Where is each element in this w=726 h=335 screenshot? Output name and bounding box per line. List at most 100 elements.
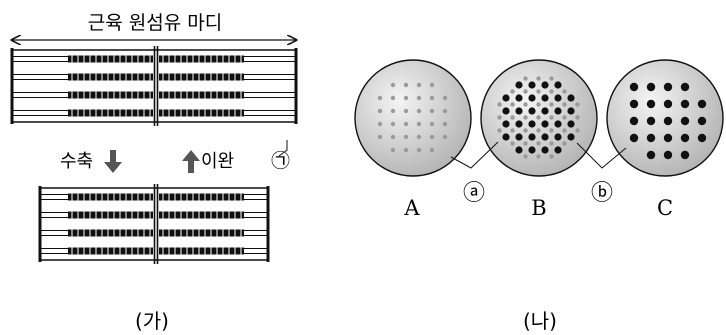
thick-filament-dot — [554, 107, 562, 115]
thin-filament-dot — [510, 141, 515, 146]
thick-filament-dot — [502, 94, 510, 102]
thick-filament-dot — [629, 82, 639, 92]
thick-filament — [159, 211, 244, 219]
thin-filament-dot — [575, 128, 580, 133]
thick-filament — [68, 247, 153, 255]
thin-filament-dot — [575, 102, 580, 107]
thin-filament-dot — [510, 102, 515, 107]
thick-filament-dot — [541, 94, 549, 102]
contract-label: 수축 — [60, 151, 93, 172]
thick-filament-dot — [528, 81, 536, 89]
thin-filament-dot — [536, 154, 541, 159]
thin-filament-dot — [536, 128, 541, 133]
thin-filament-dot — [390, 95, 396, 101]
thin-filament-dot — [536, 115, 541, 120]
thin-filament-dot — [536, 89, 541, 94]
thick-filament-dot — [646, 133, 656, 143]
thick-filament-dot — [554, 146, 562, 154]
thick-filament-dot — [502, 120, 510, 128]
thin-filament-dot — [377, 95, 383, 101]
thick-filament — [68, 193, 153, 201]
thin-filament-dot — [429, 147, 435, 153]
thin-filament-dot — [390, 121, 396, 127]
thick-filament-dot — [554, 133, 562, 141]
thin-filament-dot — [442, 108, 448, 114]
thick-filament-dot — [646, 99, 656, 109]
thick-filament — [159, 229, 244, 237]
thin-filament-dot — [562, 89, 567, 94]
thick-filament-dot — [663, 116, 673, 126]
thin-filament-dot — [442, 134, 448, 140]
thin-filament-dot — [390, 147, 396, 153]
thin-filament-dot — [510, 128, 515, 133]
thick-filament — [68, 73, 153, 81]
thick-filament — [159, 247, 244, 255]
thin-filament-dot — [403, 134, 409, 140]
thick-filament-dot — [554, 94, 562, 102]
thick-filament-dot — [567, 107, 575, 115]
thin-filament-dot — [403, 147, 409, 153]
thin-filament-dot — [403, 82, 409, 88]
thin-filament-dot — [429, 95, 435, 101]
thick-filament-dot — [663, 99, 673, 109]
thin-filament-dot — [416, 147, 422, 153]
pointer-a-label: ⓐ — [463, 181, 485, 206]
thin-filament-dot — [390, 134, 396, 140]
thin-filament-dot — [562, 102, 567, 107]
thick-filament-dot — [528, 94, 536, 102]
panel-na: ⓐ ⓑ A B C (나) — [354, 59, 724, 333]
thick-filament-dot — [554, 81, 562, 89]
thin-filament-dot — [549, 102, 554, 107]
thick-filament — [159, 55, 244, 63]
thick-filament-dot — [646, 116, 656, 126]
thick-filament-dot — [680, 82, 690, 92]
thick-filament — [159, 193, 244, 201]
thin-filament-dot — [549, 76, 554, 81]
thin-filament-dot — [416, 134, 422, 140]
thin-filament-dot — [536, 76, 541, 81]
thick-filament-dot — [697, 133, 707, 143]
thick-filament — [159, 109, 244, 117]
relax-label: 이완 — [201, 151, 234, 172]
thin-filament-dot — [442, 121, 448, 127]
thin-filament-dot — [549, 141, 554, 146]
thick-filament-dot — [528, 107, 536, 115]
thin-filament-dot — [510, 115, 515, 120]
thin-filament-dot — [549, 115, 554, 120]
thin-filament-dot — [497, 115, 502, 120]
thin-filament-dot — [429, 108, 435, 114]
thin-filament-dot — [429, 82, 435, 88]
thick-filament-dot — [680, 99, 690, 109]
caption-ga: (가) — [135, 309, 169, 333]
thin-filament-dot — [390, 108, 396, 114]
thin-filament-dot — [523, 115, 528, 120]
thin-filament-dot — [416, 108, 422, 114]
thick-filament-dot — [528, 120, 536, 128]
pointer-b-label: ⓑ — [591, 181, 613, 206]
thick-filament-dot — [541, 133, 549, 141]
thin-filament-dot — [562, 141, 567, 146]
thin-filament-dot — [562, 128, 567, 133]
thick-filament-dot — [554, 120, 562, 128]
circle-b-label: B — [531, 196, 546, 220]
thin-filament-dot — [429, 134, 435, 140]
thin-filament-dot — [549, 89, 554, 94]
thin-filament-dot — [416, 82, 422, 88]
cross-section-a — [354, 59, 472, 177]
thick-filament-dot — [646, 82, 656, 92]
thick-filament-dot — [680, 116, 690, 126]
thin-filament-dot — [429, 121, 435, 127]
relaxed-sarcomere — [10, 46, 298, 126]
thin-filament-dot — [523, 76, 528, 81]
thick-filament — [159, 91, 244, 99]
thin-filament-dot — [549, 128, 554, 133]
thin-filament-dot — [416, 95, 422, 101]
thin-filament-dot — [377, 108, 383, 114]
thin-filament-dot — [497, 102, 502, 107]
pointer-a-line — [450, 141, 499, 169]
thin-filament-dot — [377, 121, 383, 127]
thick-filament — [68, 91, 153, 99]
thick-filament-dot — [646, 150, 656, 160]
thin-filament-dot — [536, 102, 541, 107]
thin-filament-dot — [523, 102, 528, 107]
